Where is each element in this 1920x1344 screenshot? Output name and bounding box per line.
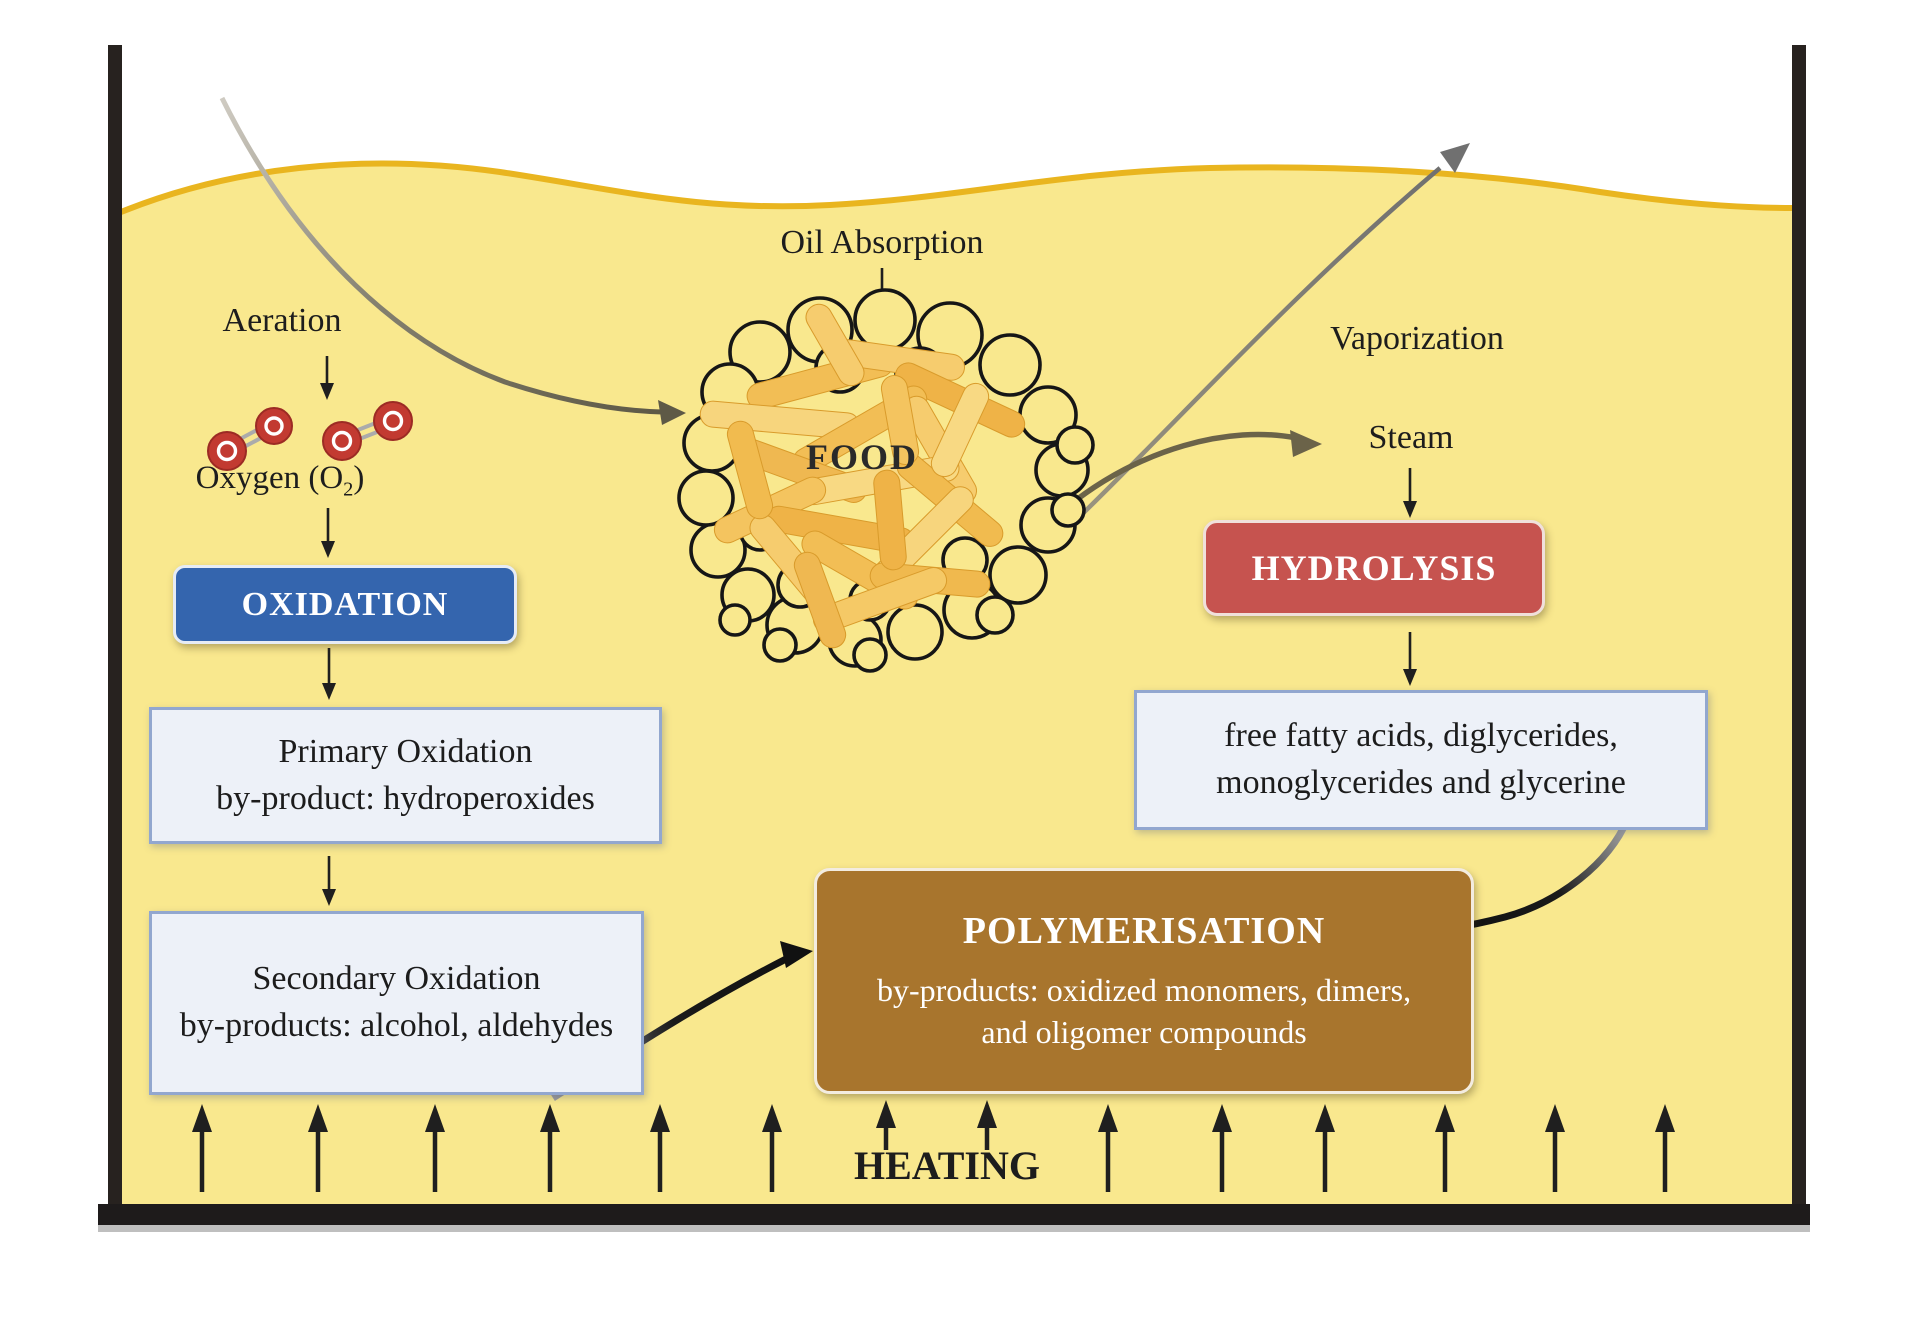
oxidation-box-title: OXIDATION <box>241 585 449 623</box>
oxidation-to-primary-arrow <box>322 648 336 700</box>
primary-to-secondary-arrow <box>322 856 336 906</box>
polymerisation-line1: by-products: oxidized monomers, dimers, <box>876 971 1412 1008</box>
hydrolysis-products-box: free fatty acids, diglycerides, monoglyc… <box>1134 690 1708 830</box>
secondary-oxidation-box: Secondary Oxidation by-products: alcohol… <box>149 911 644 1095</box>
steam-label: Steam <box>1368 419 1454 456</box>
oxygen-molecules <box>207 401 413 471</box>
steam-curve-arrow <box>1064 430 1322 511</box>
oxygen-molecule <box>207 407 293 471</box>
primary-oxidation-line1: Primary Oxidation <box>278 732 533 770</box>
oil-absorption-curve-arrow <box>219 96 686 425</box>
food-bubble-cloud <box>677 288 1095 673</box>
polymerisation-box-title: POLYMERISATION <box>962 909 1326 952</box>
oxygen-to-oxidation-arrow <box>321 508 335 558</box>
oil-surface-wave <box>118 160 1795 215</box>
primary-oxidation-line2: by-product: hydroperoxides <box>216 779 595 817</box>
vaporization-curve-arrow <box>1072 143 1470 524</box>
food-label: FOOD <box>806 437 918 477</box>
french-fries <box>699 303 1026 649</box>
polymerisation-box: POLYMERISATION by-products: oxidized mon… <box>814 868 1474 1094</box>
oxygen-molecule <box>322 401 413 461</box>
hydrolysis-box: HYDROLYSIS <box>1203 520 1545 616</box>
polymerisation-line2: and oligomer compounds <box>981 1014 1307 1050</box>
fryer-tank <box>98 45 1810 1232</box>
primary-oxidation-box: Primary Oxidation by-product: hydroperox… <box>149 707 662 844</box>
hydrolysis-products-line1: free fatty acids, diglycerides, <box>1224 717 1618 755</box>
secondary-oxidation-line2: by-products: alcohol, aldehydes <box>179 1007 614 1044</box>
vaporization-label: Vaporization <box>1330 320 1504 357</box>
steam-to-hydrolysis-arrow <box>1403 468 1417 518</box>
aeration-label: Aeration <box>222 302 342 339</box>
secondary-oxidation-line1: Secondary Oxidation <box>252 960 541 998</box>
tank-right-wall <box>1792 45 1806 1217</box>
heating-label: HEATING <box>854 1143 1040 1188</box>
oxidation-box: OXIDATION <box>173 565 517 644</box>
oxygen-label: Oxygen (O2) <box>195 460 365 501</box>
hydrolysis-to-products-arrow <box>1403 632 1417 686</box>
hydrolysis-products-line2: monoglycerides and glycerine <box>1216 764 1626 801</box>
tank-left-wall <box>108 45 122 1217</box>
heating-arrows <box>192 1100 1675 1192</box>
hydrolysis-box-title: HYDROLYSIS <box>1251 548 1497 588</box>
aeration-arrow <box>320 356 334 400</box>
oil-absorption-label: Oil Absorption <box>780 224 984 261</box>
tank-bottom <box>98 1204 1810 1225</box>
